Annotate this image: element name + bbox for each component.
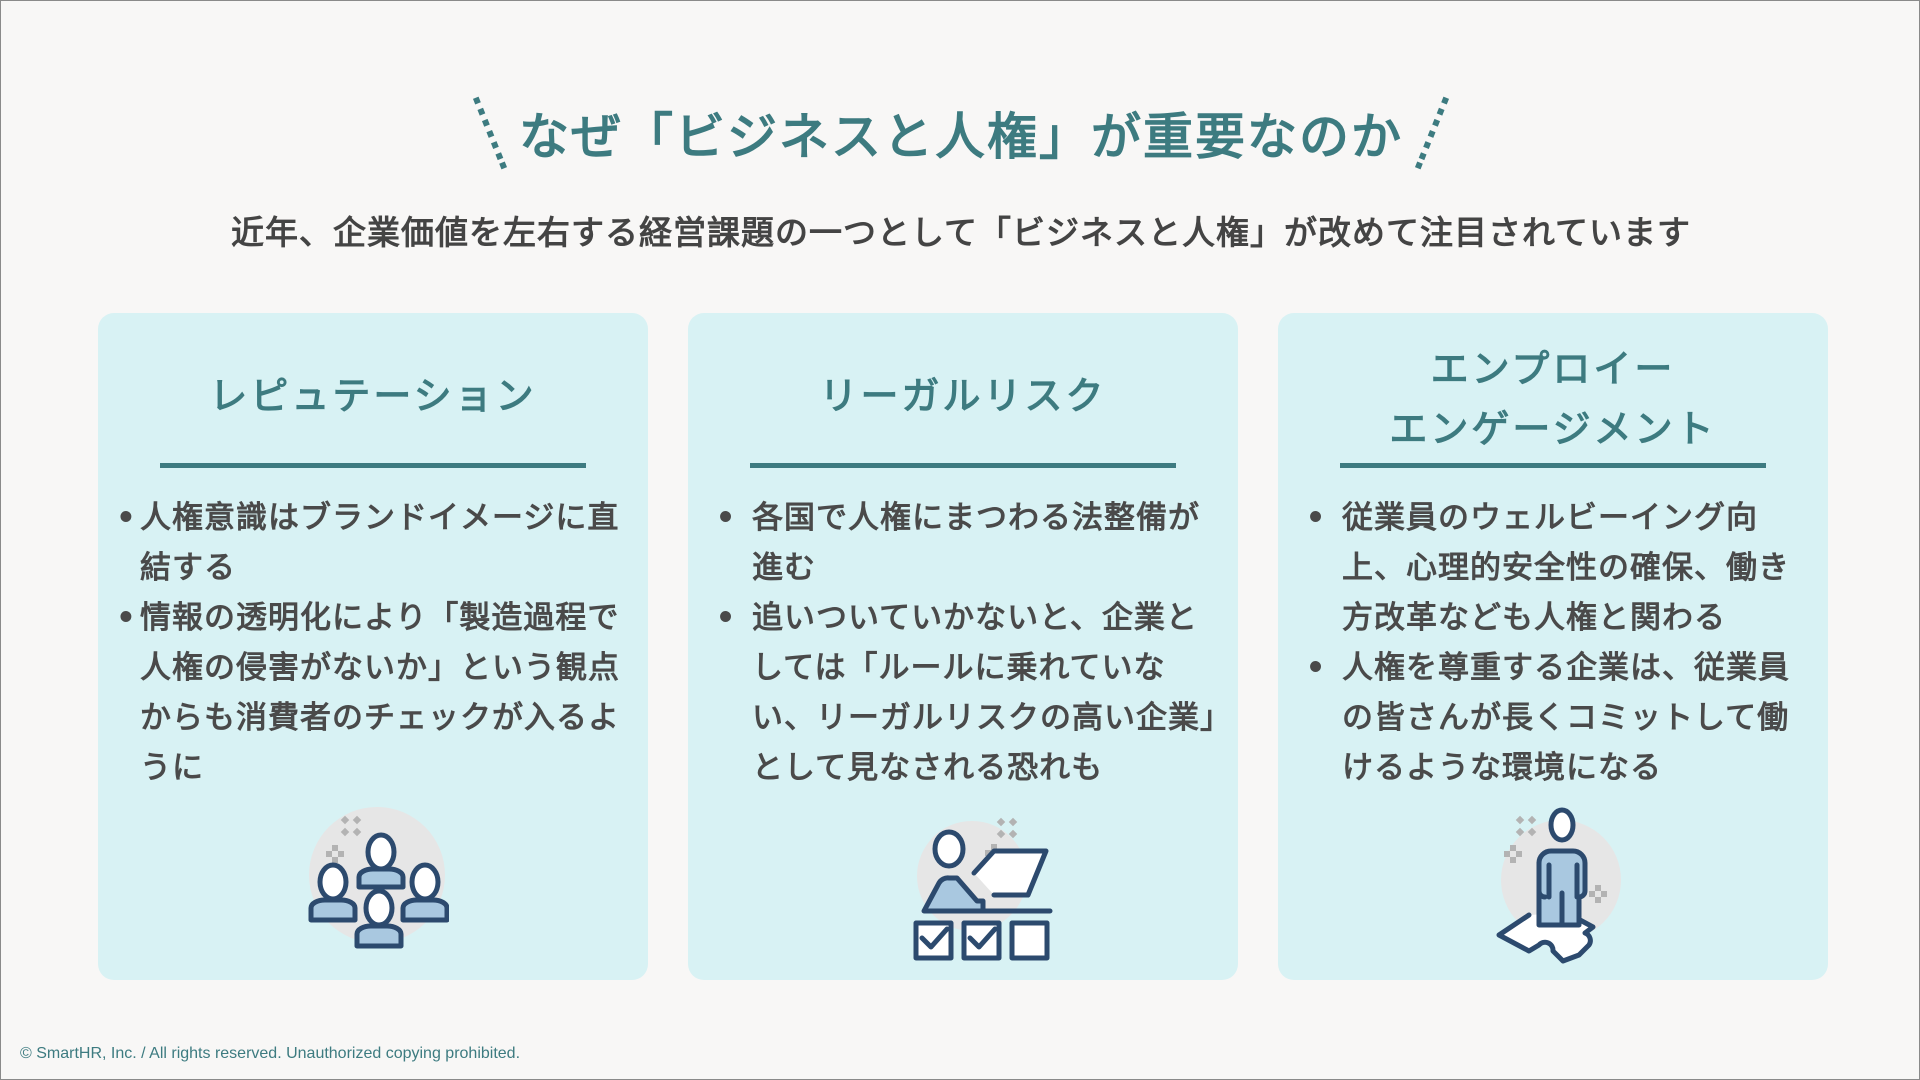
- card-legal-risk: リーガルリスク 各国で人権にまつわる法整備が進む 追いついていかないと、企業とし…: [688, 313, 1238, 980]
- bullet-item: 従業員のウェルビーイング向上、心理的安全性の確保、働き方改革なども人権と関わる: [1304, 493, 1808, 643]
- card-title: エンプロイー エンゲージメント: [1389, 347, 1717, 451]
- bullet-item: 人権を尊重する企業は、従業員の皆さんが長くコミットして働けるような環境になる: [1304, 643, 1808, 793]
- card-bullet-list: 人権意識はブランドイメージに直結する 情報の透明化により「製造過程で人権の侵害が…: [116, 493, 628, 793]
- page-title-area: なぜ「ビジネスと人権」が重要なのか: [1, 93, 1920, 173]
- card-bullet-list: 各国で人権にまつわる法整備が進む 追いついていかないと、企業としては「ルールに乗…: [714, 493, 1218, 793]
- card-divider: [1340, 463, 1766, 468]
- page-title: なぜ「ビジネスと人権」が重要なのか: [519, 108, 1403, 166]
- bullet-item: 追いついていかないと、企業としては「ルールに乗れていない、リーガルリスクの高い企…: [714, 593, 1218, 793]
- card-bullet-list: 従業員のウェルビーイング向上、心理的安全性の確保、働き方改革なども人権と関わる …: [1304, 493, 1808, 793]
- bullet-item: 情報の透明化により「製造過程で人権の侵害がないか」という観点からも消費者のチェッ…: [116, 593, 628, 793]
- page-subtitle: 近年、企業価値を左右する経営課題の一つとして「ビジネスと人権」が改めて注目されて…: [230, 213, 1692, 252]
- person-checklist-icon: [913, 817, 1053, 961]
- left-dash-decoration: [472, 96, 508, 170]
- card-divider: [750, 463, 1176, 468]
- right-dash-decoration: [1414, 96, 1450, 170]
- bullet-item: 各国で人権にまつわる法整備が進む: [714, 493, 1218, 593]
- card-title: リーガルリスク: [819, 374, 1107, 418]
- card-divider: [160, 463, 586, 468]
- card-title: レピュテーション: [209, 374, 537, 418]
- bullet-item: 人権意識はブランドイメージに直結する: [116, 493, 628, 593]
- copyright-notice: © SmartHR, Inc. / All rights reserved. U…: [20, 1045, 521, 1062]
- group-people-icon: [308, 807, 449, 949]
- person-puzzle-icon: [1496, 807, 1621, 964]
- card-reputation: レピュテーション 人権意識はブランドイメージに直結する 情報の透明化により「製造…: [98, 313, 648, 980]
- card-employee-engagement: エンプロイー エンゲージメント 従業員のウェルビーイング向上、心理的安全性の確保…: [1278, 313, 1828, 980]
